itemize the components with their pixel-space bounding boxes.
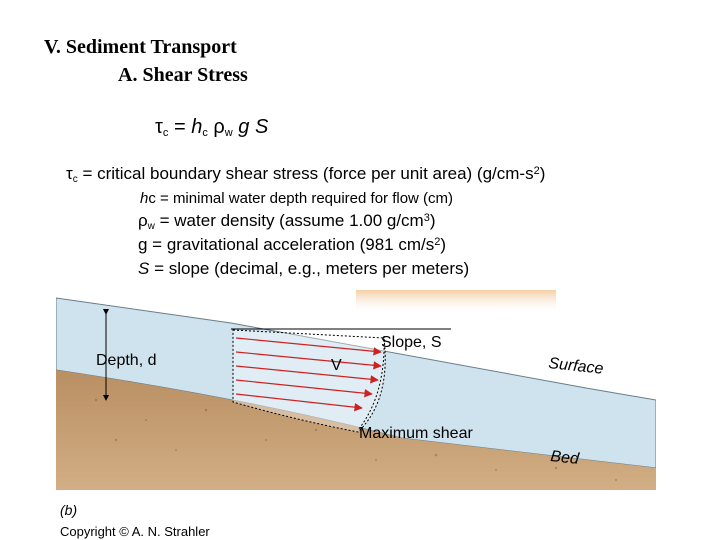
surface-label: Surface	[548, 355, 605, 378]
copyright-text: Copyright © A. N. Strahler	[60, 524, 210, 539]
def-rho-symbol: ρ	[138, 211, 148, 230]
def-s-symbol: S	[138, 259, 149, 278]
velocity-label: V	[331, 357, 342, 374]
formula-rho: ρ	[208, 116, 225, 138]
def-tau-text: = critical boundary shear stress (force …	[78, 164, 534, 183]
def-h-text: c = minimal water depth required for flo…	[148, 190, 453, 207]
formula-tau: τ	[155, 116, 163, 138]
top-glow	[356, 290, 556, 314]
formula-h: h	[191, 116, 202, 138]
panel-label: (b)	[60, 502, 77, 518]
definition-s: S = slope (decimal, e.g., meters per met…	[138, 259, 469, 279]
max-shear-label: Maximum shear	[359, 425, 473, 442]
definition-h: hc = minimal water depth required for fl…	[140, 190, 453, 207]
def-g-tail: )	[440, 235, 446, 254]
def-rho-text: = water density (assume 1.00 g/cm	[155, 211, 424, 230]
formula-equals: =	[168, 116, 191, 138]
def-s-text: = slope (decimal, e.g., meters per meter…	[149, 259, 469, 278]
shear-stress-formula: τc = hc ρw g S	[155, 116, 268, 139]
formula-s: S	[249, 116, 268, 138]
def-tau-tail: )	[540, 164, 546, 183]
def-tau-symbol: τ	[66, 164, 73, 183]
def-rho-sub: w	[148, 221, 155, 232]
def-rho-tail: )	[430, 211, 436, 230]
section-heading: V. Sediment Transport	[44, 36, 237, 59]
formula-g: g	[233, 116, 250, 138]
stream-flow-figure: Depth, d Slope, S V Surface Maximum shea…	[56, 290, 656, 540]
slope-label: Slope, S	[381, 334, 441, 351]
depth-label: Depth, d	[96, 352, 156, 369]
formula-rho-sub: w	[225, 127, 233, 139]
bed-label: Bed	[550, 448, 581, 468]
definition-tau: τc = critical boundary shear stress (for…	[66, 164, 545, 185]
definition-rho: ρw = water density (assume 1.00 g/cm3)	[138, 211, 436, 232]
definition-g: g = gravitational acceleration (981 cm/s…	[138, 235, 446, 255]
def-g-text: g = gravitational acceleration (981 cm/s	[138, 235, 434, 254]
subsection-heading: A. Shear Stress	[118, 64, 248, 87]
